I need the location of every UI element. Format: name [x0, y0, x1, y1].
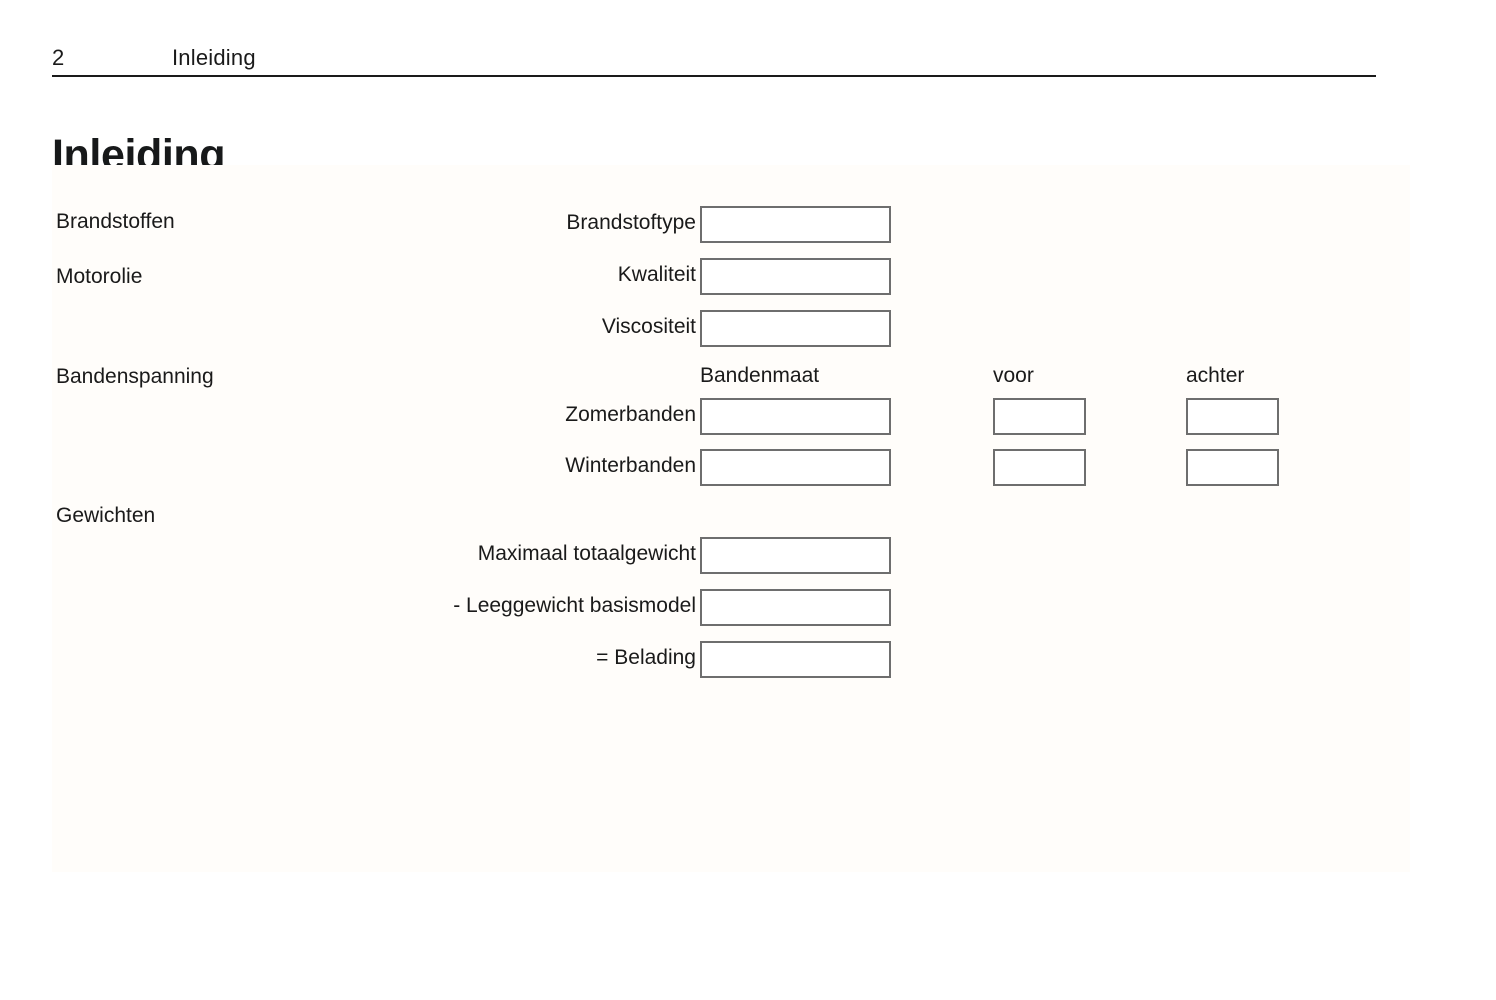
running-title: Inleiding [172, 45, 256, 70]
input-zomerbanden-bandenmaat[interactable] [700, 398, 891, 435]
input-leeggewicht-basismodel[interactable] [700, 589, 891, 626]
column-header-achter: achter [1186, 364, 1245, 387]
input-winterbanden-bandenmaat[interactable] [700, 449, 891, 486]
section-label-gewichten: Gewichten [56, 504, 156, 527]
input-kwaliteit[interactable] [700, 258, 891, 295]
field-label-leeggewicht-basismodel: - Leeggewicht basismodel [453, 594, 696, 617]
input-zomerbanden-voor[interactable] [993, 398, 1086, 435]
field-label-viscositeit: Viscositeit [601, 315, 696, 338]
input-zomerbanden-achter[interactable] [1186, 398, 1279, 435]
field-label-kwaliteit: Kwaliteit [617, 263, 696, 286]
field-label-belading: = Belading [596, 646, 696, 669]
input-viscositeit[interactable] [700, 310, 891, 347]
section-label-bandenspanning: Bandenspanning [56, 365, 214, 388]
section-label-brandstoffen: Brandstoffen [56, 210, 175, 233]
form-panel: Brandstoffen Motorolie Bandenspanning Ge… [52, 165, 1410, 872]
input-maximaal-totaalgewicht[interactable] [700, 537, 891, 574]
input-belading[interactable] [700, 641, 891, 678]
header-divider-rule [52, 75, 1376, 77]
column-header-voor: voor [993, 364, 1034, 387]
column-header-bandenmaat: Bandenmaat [700, 364, 820, 387]
page-running-header: 2 Inleiding [52, 44, 1376, 78]
input-winterbanden-achter[interactable] [1186, 449, 1279, 486]
field-label-brandstoftype: Brandstoftype [566, 211, 696, 234]
field-label-zomerbanden: Zomerbanden [565, 403, 696, 426]
page-number: 2 [52, 45, 65, 70]
input-winterbanden-voor[interactable] [993, 449, 1086, 486]
field-label-winterbanden: Winterbanden [565, 454, 696, 477]
input-brandstoftype[interactable] [700, 206, 891, 243]
section-label-motorolie: Motorolie [56, 265, 143, 288]
field-label-maximaal-totaalgewicht: Maximaal totaalgewicht [477, 542, 696, 565]
